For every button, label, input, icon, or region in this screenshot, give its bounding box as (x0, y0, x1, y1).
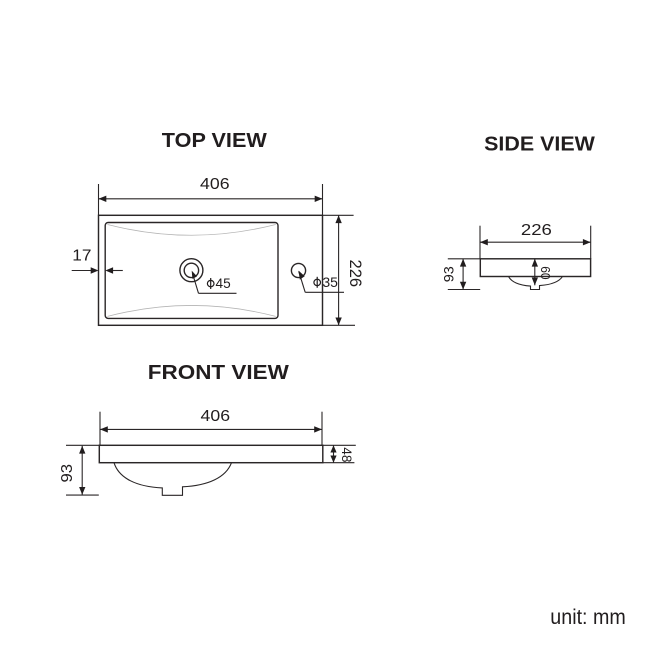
svg-text:60: 60 (538, 266, 553, 279)
svg-text:406: 406 (200, 176, 230, 193)
svg-text:SIDE VIEW: SIDE VIEW (484, 133, 595, 155)
svg-text:93: 93 (59, 464, 76, 483)
svg-text:48: 48 (339, 447, 354, 462)
svg-text:TOP VIEW: TOP VIEW (162, 130, 267, 152)
svg-text:17: 17 (72, 248, 91, 265)
svg-text:93: 93 (442, 266, 457, 282)
svg-text:FRONT VIEW: FRONT VIEW (148, 362, 289, 384)
svg-text:unit: mm: unit: mm (550, 606, 626, 629)
svg-text:35: 35 (322, 275, 338, 290)
svg-text:226: 226 (521, 222, 552, 239)
svg-text:226: 226 (346, 260, 364, 288)
svg-text:45: 45 (216, 276, 232, 291)
svg-text:406: 406 (201, 408, 231, 425)
